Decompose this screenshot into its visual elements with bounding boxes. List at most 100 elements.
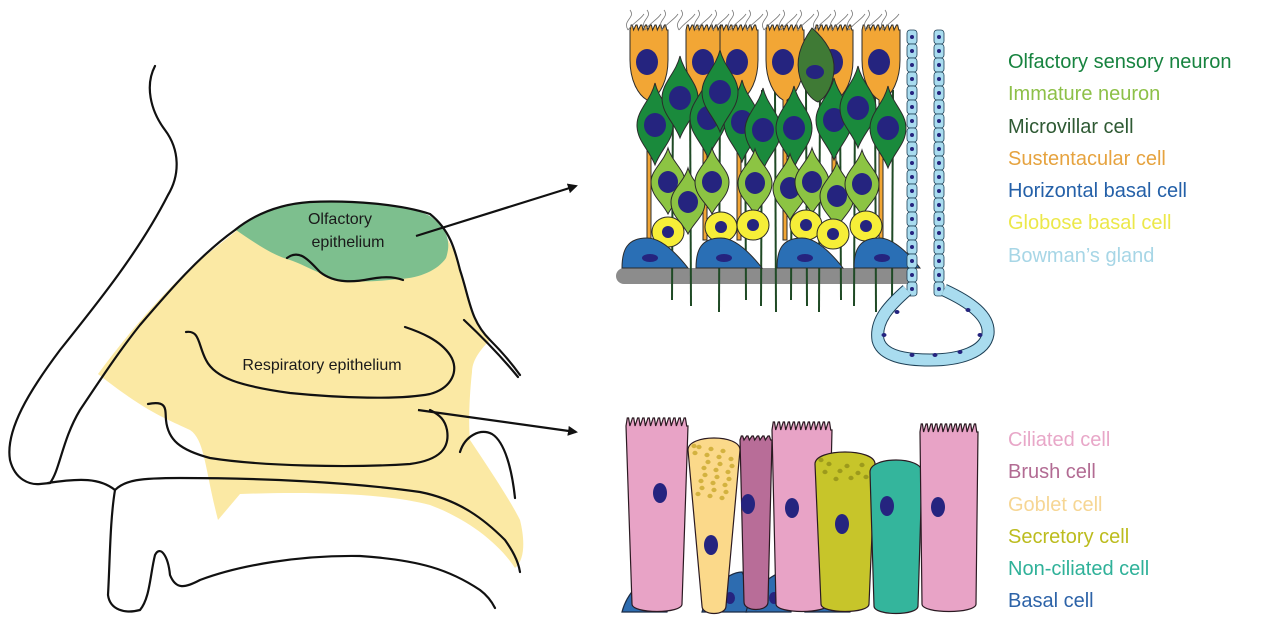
globose-basal-cell: [816, 218, 850, 250]
nucleus: [715, 221, 727, 233]
granule: [698, 478, 704, 484]
microvillar-cell-body: [797, 27, 835, 103]
nucleus: [709, 80, 731, 104]
granule: [837, 468, 843, 474]
granule: [833, 476, 839, 482]
granule: [696, 444, 702, 450]
horizontal-basal-cell: [776, 237, 845, 269]
olfactory-sensory-neuron: [701, 49, 739, 134]
cilia: [728, 9, 747, 31]
nucleus: [937, 287, 941, 291]
nucleus: [741, 494, 755, 514]
respiratory-label: Respiratory epithelium: [242, 357, 401, 374]
olfactory-sensory-neuron: [839, 65, 877, 150]
granule: [855, 470, 861, 476]
globose-basal-cell: [736, 209, 770, 241]
nucleus: [881, 333, 887, 337]
nucleus: [910, 77, 914, 81]
granule: [701, 465, 707, 471]
granule: [717, 461, 723, 467]
nucleus: [874, 254, 890, 262]
nose-tip-outline: [48, 200, 522, 485]
nucleus: [910, 105, 914, 109]
nucleus: [852, 173, 872, 195]
cilia: [660, 9, 679, 31]
granule: [719, 495, 725, 501]
granule: [728, 456, 734, 462]
granule: [711, 487, 717, 493]
nucleus: [644, 113, 666, 137]
legend-item-immature-neuron: Immature neuron: [1008, 83, 1161, 106]
nucleus: [745, 172, 765, 194]
middle-turbinate-outline: [184, 325, 456, 399]
granule: [691, 443, 697, 449]
nose-bridge-outline: [8, 64, 178, 486]
nucleus: [910, 49, 914, 53]
legend-item-brush-cell: Brush cell: [1008, 461, 1096, 484]
granule: [826, 461, 832, 467]
granule: [725, 469, 731, 475]
bowmans-gland: [871, 29, 995, 367]
nucleus: [910, 189, 914, 193]
olfactory-sensory-neuron: [869, 85, 907, 170]
nucleus: [932, 353, 938, 357]
brush-cell: [739, 435, 773, 611]
immature-neuron: [694, 146, 730, 216]
nucleus: [910, 161, 914, 165]
granule: [699, 485, 705, 491]
nucleus: [937, 133, 941, 137]
granule: [714, 474, 720, 480]
ciliated-cell: [919, 423, 979, 613]
cilia: [779, 9, 798, 31]
ciliated-cell-body: [919, 423, 979, 613]
respiratory-arrow: [417, 408, 578, 436]
horizontal-basal-cell-body: [621, 237, 690, 269]
granule: [695, 491, 701, 497]
nucleus: [910, 175, 914, 179]
cilia: [711, 9, 730, 31]
cilia: [762, 9, 781, 31]
granule: [708, 446, 714, 452]
nucleus: [877, 116, 899, 140]
granule: [844, 463, 850, 469]
olfactory-sensory-neuron: [661, 55, 699, 140]
nucleus: [937, 161, 941, 165]
legend-item-secretory-cell: Secretory cell: [1008, 525, 1130, 548]
nucleus: [910, 63, 914, 67]
nucleus: [662, 226, 674, 238]
basement-membrane: [616, 268, 916, 284]
nucleus: [636, 49, 658, 75]
horizontal-basal-cell: [695, 237, 764, 269]
bowmans-gland-acinus: [872, 285, 994, 366]
cilia: [830, 9, 849, 31]
respiratory-epithelium-region: [98, 201, 524, 568]
granule: [723, 489, 729, 495]
nucleus: [704, 535, 718, 555]
nucleus: [937, 231, 941, 235]
nucleus: [802, 171, 822, 193]
nucleus: [937, 189, 941, 193]
granule: [722, 482, 728, 488]
olfactory-arrow: [415, 183, 578, 238]
nucleus: [894, 310, 900, 314]
legend-item-goblet-cell: Goblet cell: [1008, 493, 1103, 516]
nucleus: [669, 86, 691, 110]
nucleus: [653, 483, 667, 503]
brush-cell-body: [739, 435, 773, 611]
immature-neuron: [737, 147, 773, 217]
cilia: [796, 9, 815, 31]
nucleus: [797, 254, 813, 262]
legend-item-globose-basal-cell: Globose basal cell: [1008, 212, 1172, 235]
legend-item-microvillar-cell: Microvillar cell: [1008, 115, 1134, 138]
nucleus: [909, 353, 915, 357]
lower-turbinate-outline: [146, 402, 449, 468]
olfactory-epithelium-detail: [616, 9, 995, 367]
nucleus: [931, 497, 945, 517]
legend-item-sustentacular-cell: Sustentacular cell: [1008, 147, 1166, 170]
nucleus: [772, 49, 794, 75]
granule: [729, 463, 735, 469]
cilia: [677, 9, 696, 31]
granule: [704, 452, 710, 458]
cilia: [847, 9, 866, 31]
